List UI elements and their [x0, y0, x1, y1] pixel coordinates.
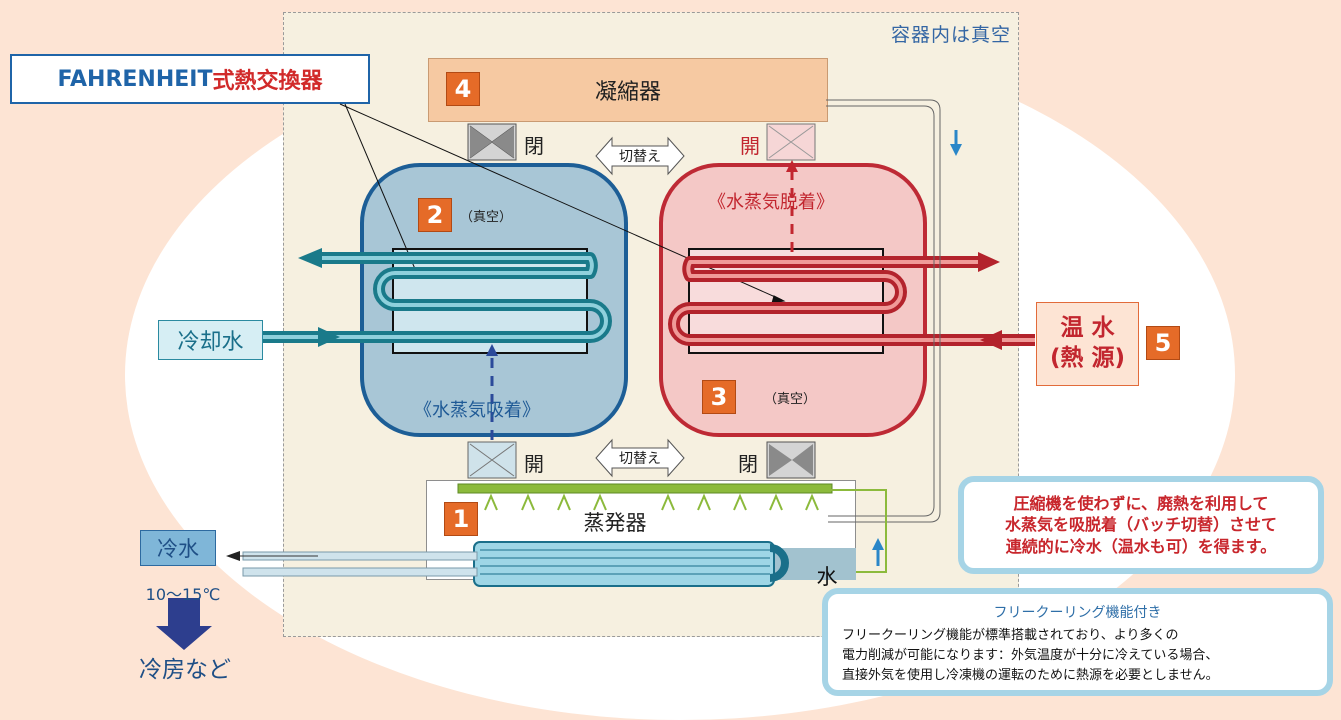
freecooling-title: フリークーリング機能付き: [993, 605, 1162, 621]
spray-nozzles: [484, 493, 819, 511]
valve-bottom-right-label: 閉: [738, 452, 758, 476]
switch-arrow-top: [595, 136, 685, 176]
main-note-line3: 連続的に冷水（温水も可）を得ます。: [1005, 536, 1277, 556]
condensate-down-arrow: [950, 144, 962, 156]
water-label: 水: [816, 565, 838, 589]
valve-top-right-label: 開: [740, 134, 760, 158]
chilled-water-label: 冷水: [140, 530, 216, 566]
coolant-coil: [243, 248, 612, 347]
condenser-badge: 4: [446, 72, 480, 106]
coolant-outlet-arrow: [298, 248, 322, 268]
valve-top-left: [467, 123, 517, 161]
condenser-label: 凝縮器: [594, 80, 661, 105]
evaporator-badge: 1: [444, 502, 478, 536]
switch-label-bottom: 切替え: [619, 451, 661, 467]
condenser-box: [428, 58, 828, 122]
title-suffix: 式熱交換器: [212, 69, 323, 94]
valve-bottom-right: [766, 441, 816, 479]
hot-water-inlet-arrow: [980, 330, 1002, 350]
cooling-down-arrow: [156, 598, 212, 650]
valve-top-right: [766, 123, 816, 161]
chamber-right-badge: 3: [702, 380, 736, 414]
chilled-outlet-arrow: [226, 551, 240, 561]
coolant-inlet-arrow: [318, 327, 340, 347]
hot-water-outlet-arrow: [978, 252, 1000, 272]
diagram-lines: [156, 99, 1035, 650]
title-brand: FAHRENHEIT: [57, 66, 213, 92]
hot-water-box: 温 水 (熱 源): [1036, 302, 1139, 386]
chamber-right-vacuum: （真空）: [764, 392, 817, 407]
switch-arrow-bottom: [595, 438, 685, 478]
chilled-water-temp: 10〜15℃: [145, 585, 221, 604]
recirculation-up-arrow: [872, 538, 884, 550]
evaporator-coil: [473, 541, 775, 587]
desorption-label: 《水蒸気脱着》: [708, 192, 834, 213]
recirculation-pipe: [828, 489, 887, 573]
cooling-use-label: 冷房など: [139, 657, 231, 683]
freecooling-line2: 電力削減が可能になります：外気温度が十分に冷えている場合、: [842, 648, 1219, 664]
chamber-left-badge: 2: [418, 198, 452, 232]
hot-water-badge: 5: [1146, 326, 1180, 360]
main-note-line2: 水蒸気を吸脱着（バッチ切替）させて: [1004, 515, 1277, 535]
freecooling-note-box: フリークーリング機能付き フリークーリング機能が標準搭載されており、より多くの …: [822, 588, 1333, 696]
main-note-box: 圧縮機を使わずに、廃熱を利用して 水蒸気を吸脱着（バッチ切替）させて 連続的に冷…: [958, 476, 1324, 574]
chilled-pipe-bottom: [242, 567, 478, 577]
hot-water-line1: 温 水: [1060, 315, 1115, 342]
hot-water-coil: [668, 252, 1035, 350]
hot-water-line2: (熱 源): [1049, 345, 1126, 371]
adsorption-label: 《水蒸気吸着》: [414, 400, 540, 421]
vacuum-label: 容器内は真空: [890, 24, 1011, 46]
spray-bar: [457, 483, 833, 494]
freecooling-line3: 直接外気を使用し冷凍機の運転のために熱源を必要としません。: [842, 668, 1219, 684]
valve-bottom-left: [467, 441, 517, 479]
freecooling-line1: フリークーリング機能が標準搭載されており、より多くの: [842, 628, 1179, 643]
valve-bottom-left-label: 開: [524, 452, 544, 476]
chamber-left-vacuum: （真空）: [460, 210, 513, 225]
coolant-label: 冷却水: [158, 320, 263, 360]
valve-top-left-label: 閉: [524, 134, 544, 158]
main-note-line1: 圧縮機を使わずに、廃熱を利用して: [1013, 493, 1269, 513]
switch-label-top: 切替え: [619, 149, 661, 165]
evaporator-label: 蒸発器: [583, 511, 647, 535]
